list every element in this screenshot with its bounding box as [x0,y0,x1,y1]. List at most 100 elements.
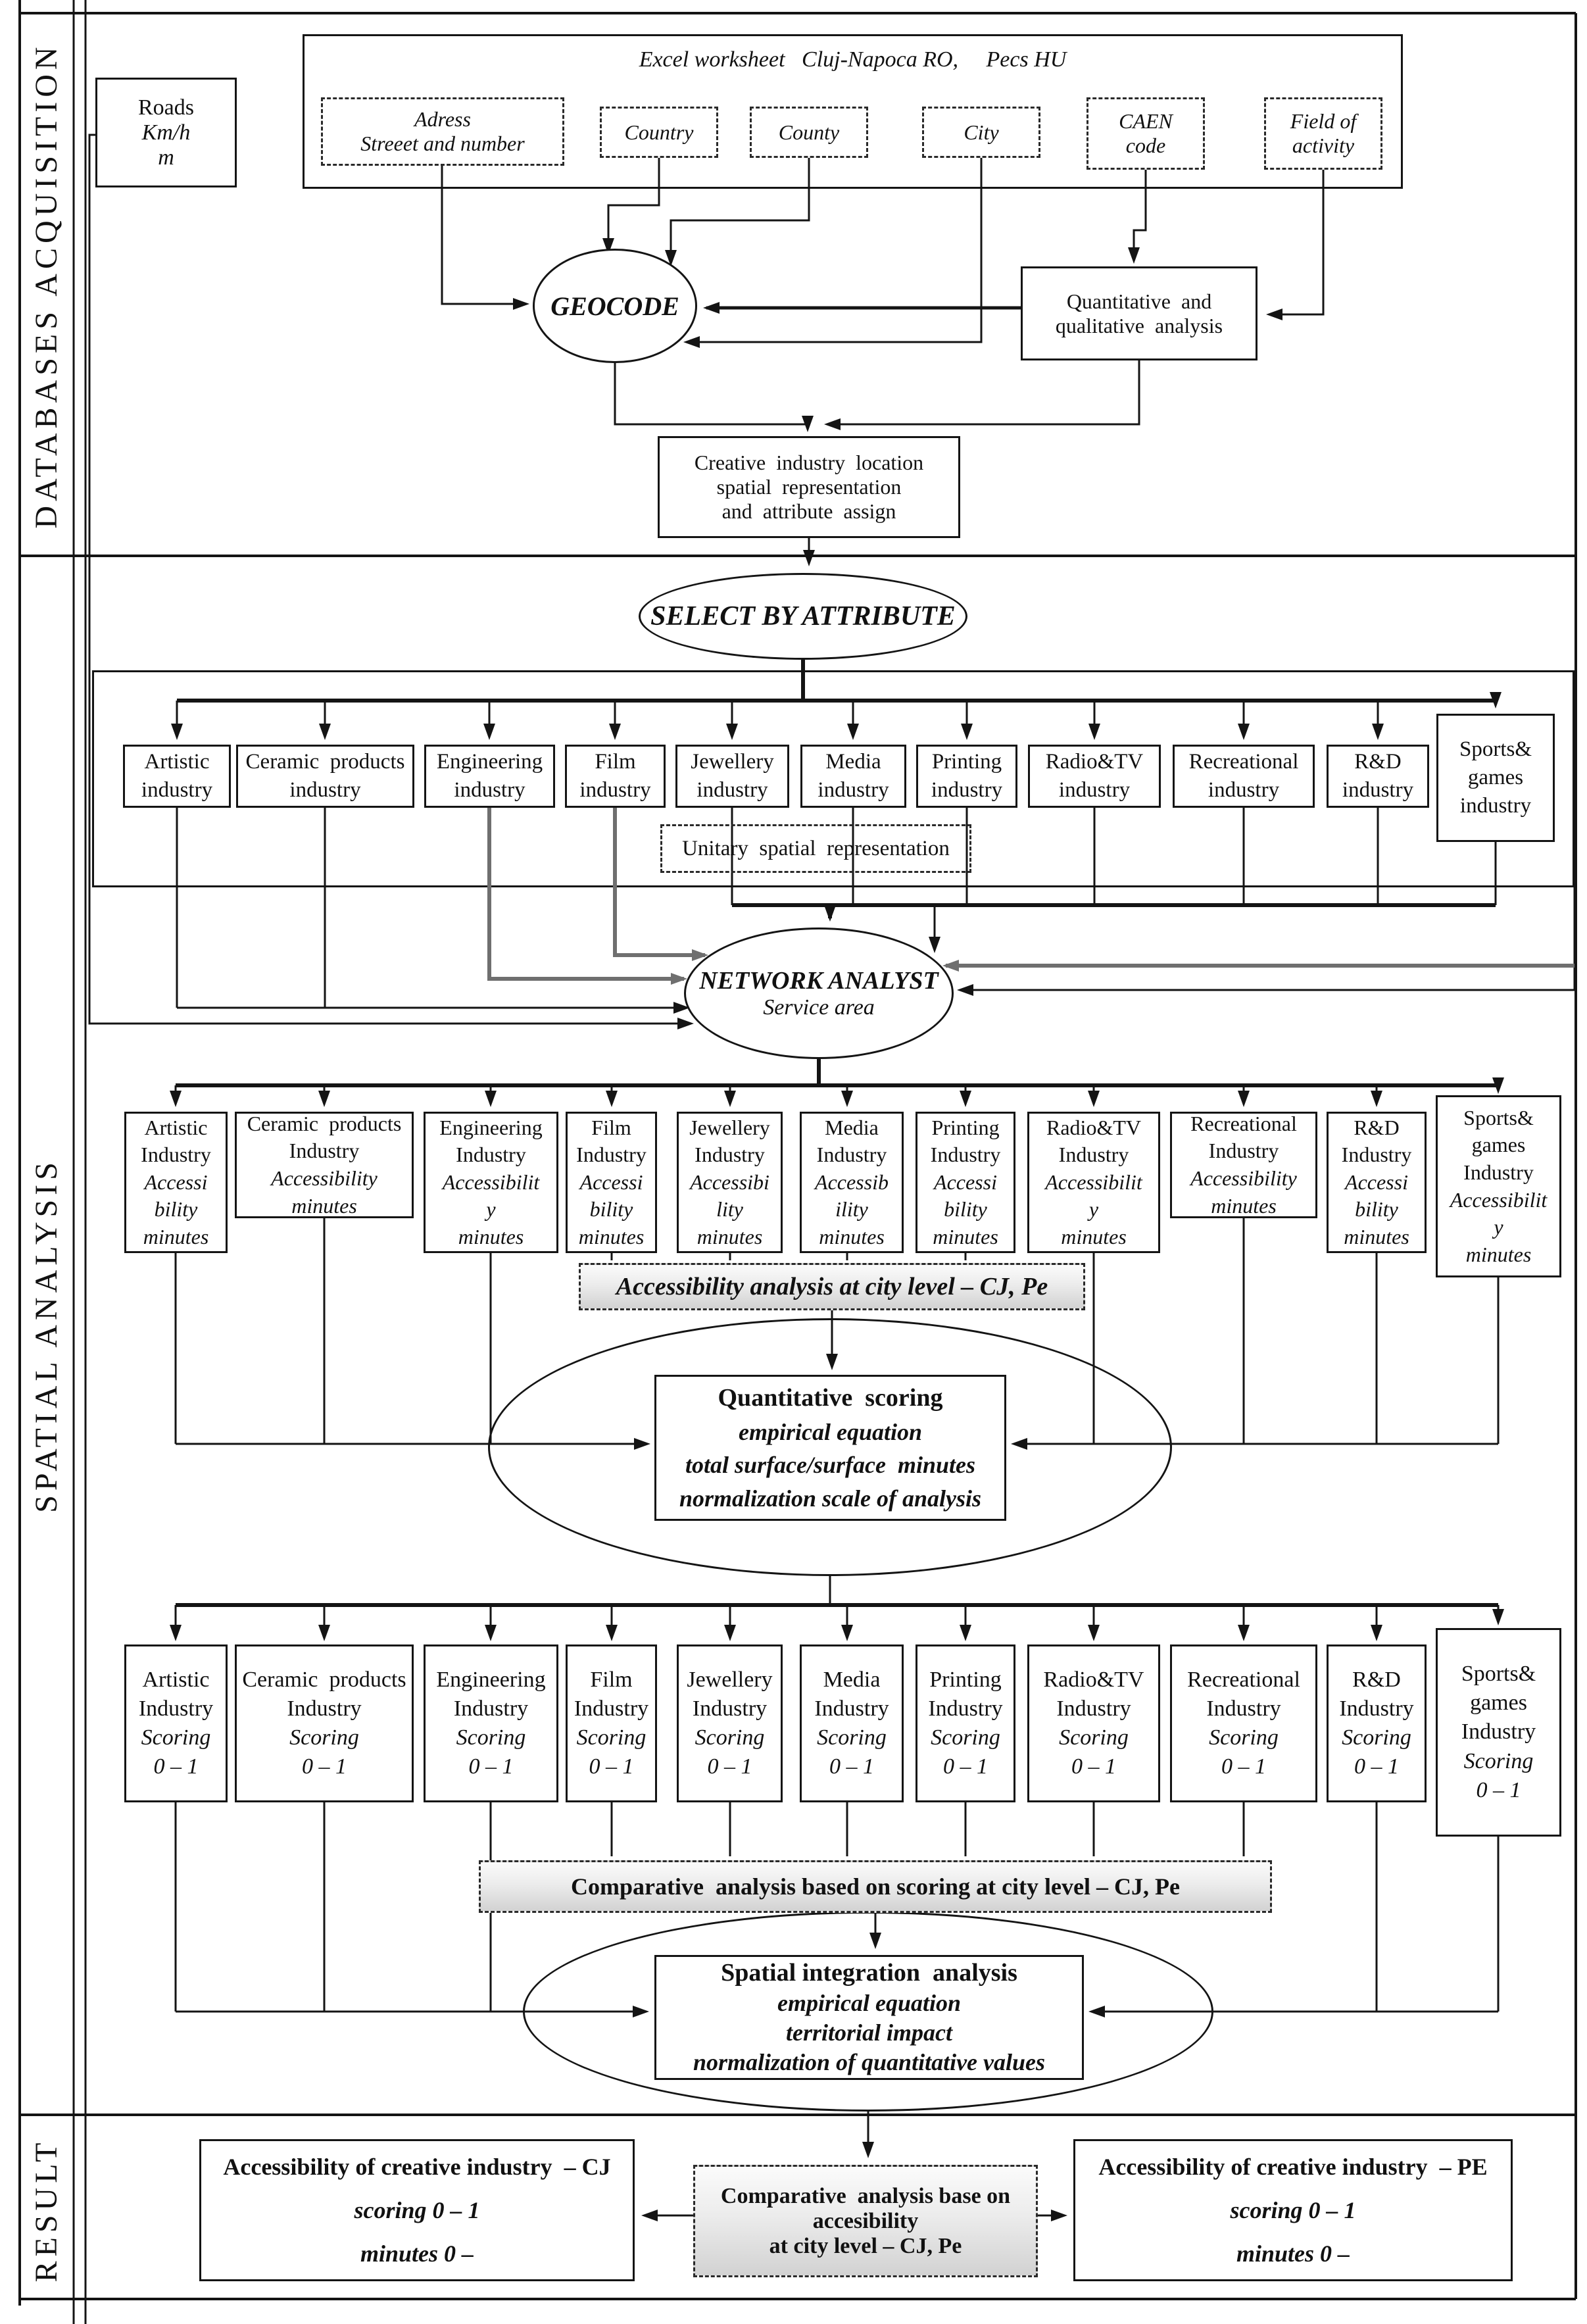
label-line: Industry [141,1143,211,1167]
label-line: Film [595,750,636,774]
label-line: empirical equation [777,1990,961,2017]
label-line: Industry [574,1696,649,1721]
label-line: bility [154,1197,198,1222]
label-line: Artistic [144,750,210,774]
label-line: Scoring [931,1725,1000,1750]
label-line: Sports& [1463,1105,1534,1129]
label-line: Scoring [289,1725,359,1750]
figure-frame [18,0,1577,2324]
field-caen-code-box: CAEN code [1086,97,1205,170]
result-pe-box: Accessibility of creative industry – PE … [1073,2139,1513,2281]
label-line: industry [931,778,1003,802]
label-line: minutes [819,1224,885,1249]
label-line: 0 – 1 [1354,1754,1399,1779]
creative-industry-location-box: Creative industry location spatial repre… [658,436,960,538]
label-line: Scoring [1463,1748,1534,1773]
comparative-accessibility-box: Comparative analysis base on accesibilit… [693,2165,1038,2277]
label-line: bility [1355,1197,1398,1222]
label-line: Accessi [934,1170,997,1194]
label-line: Printing [931,1115,1000,1139]
quantitative-scoring-box: Quantitative scoring empirical equation … [654,1375,1006,1521]
label-line: Industry [928,1696,1003,1721]
field-county-box: County [750,107,868,158]
label-line: industry [1459,793,1532,818]
section-label-databases-acquisition: DATABASES ACQUISITION [29,42,64,529]
spatial-integration-box: Spatial integration analysis empirical e… [654,1955,1084,2080]
label-line: R&D [1354,1115,1400,1139]
label-line: empirical equation [739,1419,922,1445]
label-line: Industry [1056,1696,1131,1721]
label-line: Film [591,1115,631,1139]
label-line: Engineering [436,750,543,774]
label-line: Scoring [817,1725,887,1750]
label-line: Recreational [1187,1667,1300,1692]
label-line: normalization of quantitative values [693,2049,1046,2076]
label-line: Industry [1461,1719,1536,1744]
label-line: Scoring [456,1725,526,1750]
label-line: Printing [931,750,1002,774]
excel-worksheet-container [303,34,1403,189]
section-label-spatial-analysis: SPATIAL ANALYSIS [29,1158,64,1513]
row1-printing-industry: Printing industry [916,745,1017,808]
label-line: qualitative analysis [1055,313,1223,337]
label-line: Printing [929,1667,1002,1692]
label-line: Roads [138,95,194,120]
label-line: Ceramic products [245,750,405,774]
label-line: games [1471,1133,1526,1157]
label-line: Radio&TV [1046,1115,1141,1139]
label-line: Accessib [815,1170,889,1194]
label-line: NETWORK ANALYST [699,967,939,995]
label-line: Sports& [1459,737,1532,762]
label-line: Industry [1058,1143,1129,1167]
label-line: City [964,120,999,144]
comparative-scoring-banner: Comparative analysis based on scoring at… [479,1860,1272,1913]
label-line: Engineering [436,1667,546,1692]
label-line: Film [590,1667,633,1692]
label-line: minutes [1465,1242,1532,1266]
label-line: industry [1208,778,1280,802]
label-line: at city level – CJ, Pe [769,2233,962,2258]
label-line: Streeet and number [360,132,525,155]
label-line: industry [579,778,651,802]
label-line: Industry [1463,1160,1534,1184]
label-line: Accessibility [271,1166,378,1190]
label-line: Quantitative and [1066,289,1212,313]
label-line: Scoring [1059,1725,1129,1750]
field-country-box: Country [600,107,718,158]
label-line: ility [835,1197,868,1222]
label-line: Sports& [1461,1662,1536,1687]
label-line: 0 – 1 [468,1754,514,1779]
label-line: Accessi [579,1170,643,1194]
label-line: scoring 0 – 1 [354,2197,480,2223]
section-label-result: RESULT [29,2138,64,2283]
label-line: minutes [1344,1224,1409,1249]
label-line: Radio&TV [1045,750,1144,774]
label-line: games [1470,1691,1527,1716]
label-line: 0 – 1 [1476,1777,1521,1802]
label-line: Industry [692,1696,768,1721]
result-cj-box: Accessibility of creative industry – CJ … [199,2139,635,2281]
label-line: minutes [458,1224,524,1249]
quant-scoring-inputs [174,1218,1500,1450]
label-line: minutes [143,1224,209,1249]
label-line: code [1125,134,1166,157]
label-line: accesibility [812,2208,919,2233]
label-line: Accessibilit [442,1170,540,1194]
label-line: Field of [1290,109,1357,133]
label-line: minutes [933,1224,998,1249]
label-line: minutes [1211,1193,1277,1218]
label-line: Industry [930,1143,1001,1167]
label-line: R&D [1352,1667,1401,1692]
